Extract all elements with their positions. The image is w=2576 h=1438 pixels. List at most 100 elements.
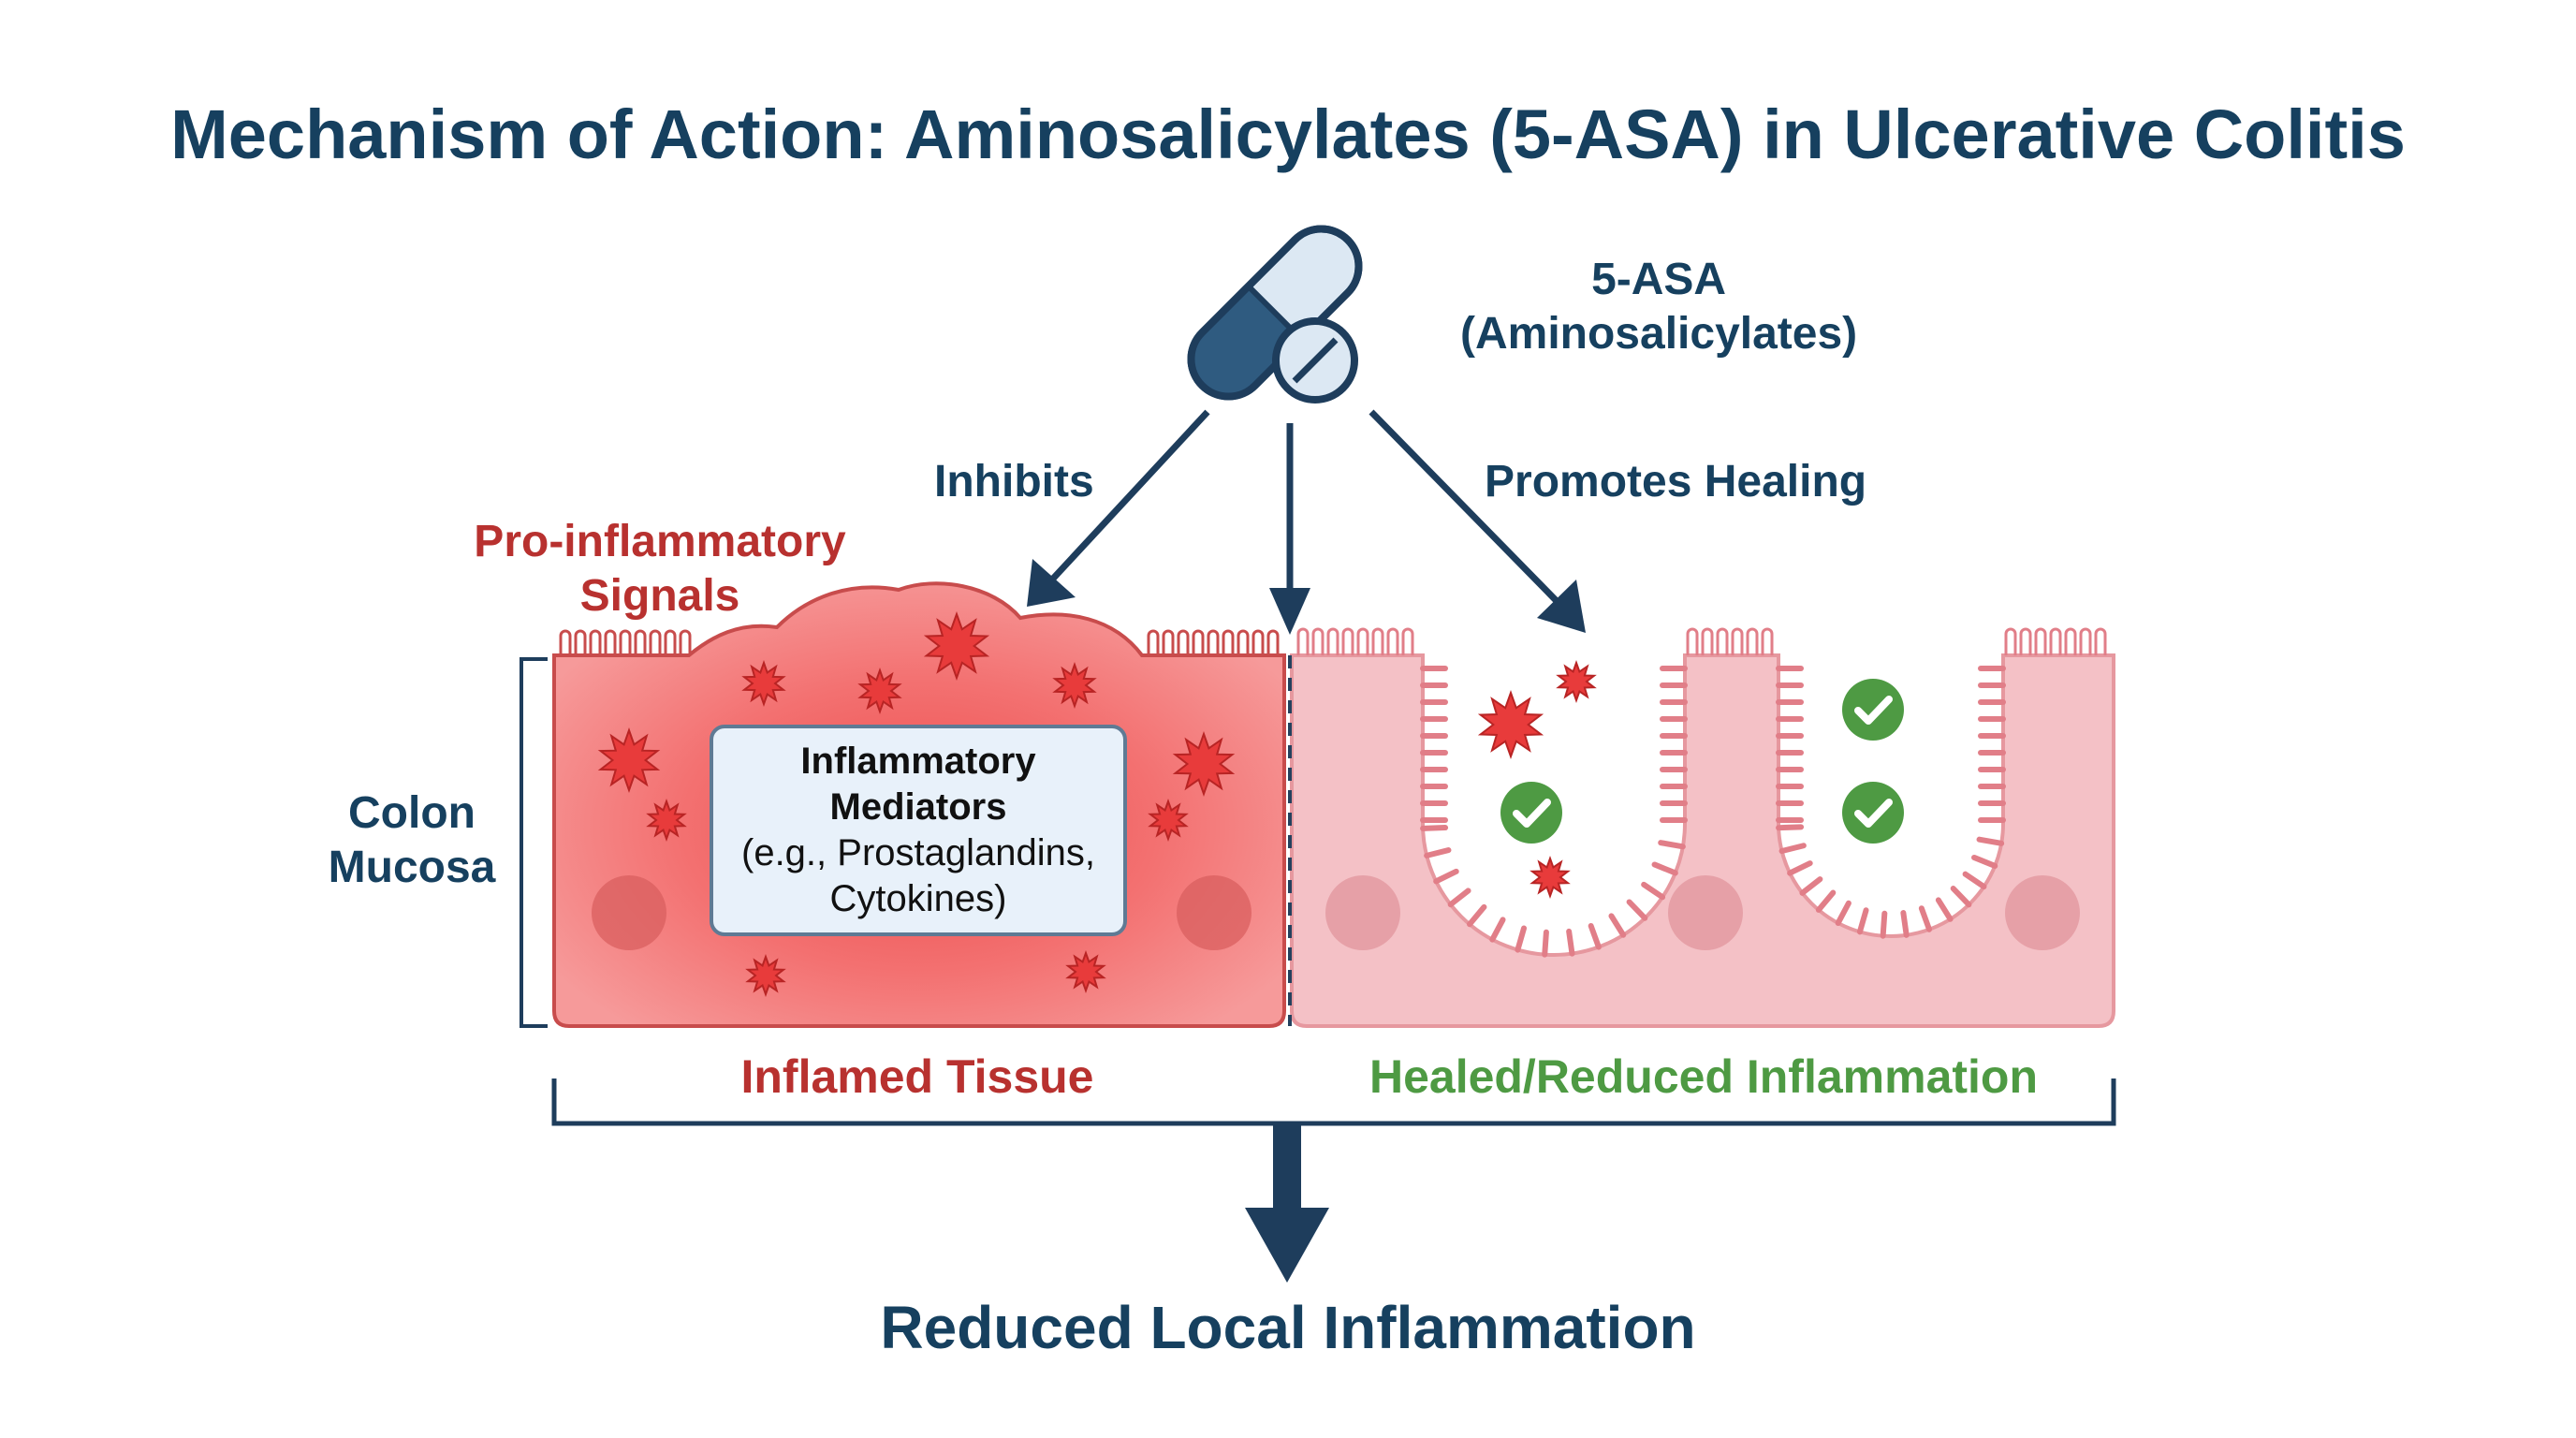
villus [1447, 888, 1471, 908]
villus [1799, 876, 1823, 896]
crypt-cell [2005, 875, 2080, 950]
drug-name: 5-ASA [1591, 255, 1727, 304]
villus [1371, 627, 1384, 655]
inflammation-burst-icon [923, 611, 990, 681]
mediators-title-line1: Inflammatory [800, 741, 1036, 783]
villus [1935, 897, 1954, 922]
villus [1192, 629, 1205, 655]
villus [2079, 627, 2092, 655]
promotes-healing-label: Promotes Healing [1485, 457, 1867, 506]
inflammatory-mediators-box: Inflammatory Mediators (e.g., Prostaglan… [710, 725, 1127, 936]
villus [1147, 629, 1160, 655]
villi-healed [1296, 627, 2107, 958]
villus [1341, 627, 1354, 655]
mediators-example-line2: Cytokines) [829, 877, 1007, 919]
villus [1162, 629, 1175, 655]
villus [1251, 629, 1265, 655]
villus [1207, 629, 1220, 655]
villus [1266, 629, 1280, 655]
villus [1467, 903, 1487, 928]
crypt-cell [1325, 875, 1400, 950]
villus [1386, 627, 1399, 655]
villus [1311, 627, 1325, 655]
result-arrow [1245, 1123, 1329, 1283]
villus [1608, 913, 1627, 938]
inhibits-arrow [1027, 409, 1210, 607]
villus [1971, 854, 1998, 869]
center-arrow [1269, 423, 1310, 635]
promotes-healing-arrow [1368, 409, 1586, 633]
villus [1626, 899, 1648, 921]
inflammation-bursts [597, 611, 1597, 997]
villus [589, 629, 602, 655]
check-circle-icon [1842, 679, 1904, 741]
villus [1588, 923, 1602, 950]
villus [1778, 843, 1807, 855]
crypt-cell [1177, 875, 1251, 950]
villus [1566, 928, 1575, 957]
villus [1326, 627, 1339, 655]
villus [1950, 886, 1972, 908]
villus [1356, 627, 1369, 655]
villus [1746, 627, 1759, 655]
section-bracket [551, 1078, 2116, 1126]
villus [1420, 825, 1449, 831]
villus [649, 629, 662, 655]
inflammation-burst-icon [857, 667, 902, 715]
villus [1658, 840, 1686, 850]
villus [1835, 900, 1852, 926]
page-title: Mechanism of Action: Aminosalicylates (5… [170, 95, 2406, 173]
drug-label: 5-ASA (Aminosalicylates) [1460, 253, 1857, 360]
inflammation-burst-icon [1065, 950, 1106, 993]
villus [1177, 629, 1190, 655]
villus [1433, 868, 1459, 885]
inflammation-burst-icon [1556, 660, 1597, 703]
inflammation-burst-icon [1052, 661, 1097, 710]
villus [619, 629, 632, 655]
villus [1489, 917, 1506, 943]
villus [1515, 925, 1528, 953]
inflammation-burst-icon [1148, 799, 1189, 842]
colon-mucosa-label: Colon Mucosa [314, 786, 510, 894]
healed-tissue-label: Healed/Reduced Inflammation [1368, 1050, 2039, 1103]
inflammation-burst-icon [597, 726, 661, 794]
villus [1542, 929, 1549, 958]
villus [559, 629, 572, 655]
villus [1962, 871, 1987, 890]
villus [2034, 627, 2047, 655]
villus [1731, 627, 1744, 655]
pill-capsule-icon [1187, 225, 1363, 404]
villus [574, 629, 587, 655]
mucosa-line2: Mucosa [328, 842, 496, 892]
villus [2019, 627, 2032, 655]
mediators-example-line1: (e.g., Prostaglandins, [741, 832, 1095, 873]
check-circle-icon [1842, 782, 1904, 844]
villus [1651, 861, 1678, 876]
mucosa-line1: Colon [348, 788, 476, 838]
villus [2094, 627, 2107, 655]
villus [1900, 910, 1910, 938]
inflammation-burst-icon [1530, 856, 1571, 899]
villus [664, 629, 677, 655]
villi-left-right [1147, 629, 1280, 655]
villus [2049, 627, 2062, 655]
crypt-cell [1668, 875, 1743, 950]
villus [1237, 629, 1250, 655]
mediators-title-line2: Mediators [829, 786, 1007, 829]
villus [1856, 907, 1869, 935]
villus [1401, 627, 1414, 655]
inflammation-burst-icon [646, 799, 687, 842]
mucosa-bracket [520, 657, 548, 1028]
villus [604, 629, 617, 655]
inflamed-tissue-label: Inflamed Tissue [740, 1050, 1094, 1103]
villi-left [559, 629, 692, 655]
action-arrows [1027, 409, 1586, 635]
villus [1787, 860, 1813, 876]
villus [1918, 905, 1933, 932]
villus [1716, 627, 1729, 655]
result-label: Reduced Local Inflammation [880, 1294, 1696, 1361]
villus [1976, 836, 2005, 846]
healed-tissue-body [1290, 653, 2115, 1028]
